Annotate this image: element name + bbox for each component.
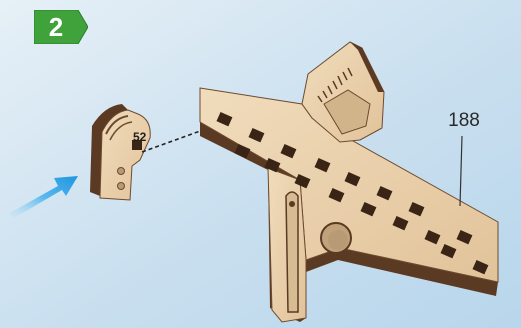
step-badge: 2 [34, 10, 88, 44]
small-part-label: 52 [133, 130, 147, 144]
main-part-label: 188 [440, 110, 488, 132]
step-number: 2 [34, 10, 78, 44]
